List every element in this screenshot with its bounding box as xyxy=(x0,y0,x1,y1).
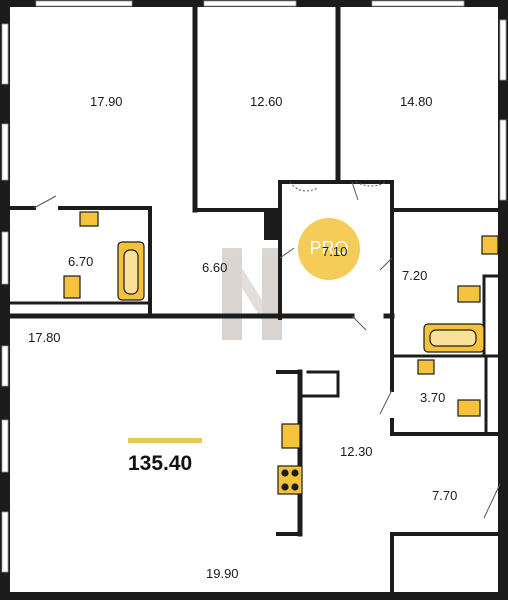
stove-icon xyxy=(277,465,303,495)
room-area-bathroom-left: 6.70 xyxy=(68,254,94,269)
room-area-bedroom-right: 14.80 xyxy=(400,94,433,109)
windows xyxy=(1,0,507,573)
toilet-small-icon xyxy=(457,399,481,417)
room-area-living-room: 19.90 xyxy=(206,566,239,581)
toilet-left-icon xyxy=(63,275,81,299)
total-area: 135.40 xyxy=(128,452,193,475)
doors xyxy=(33,181,501,519)
room-area-kitchen-hall: 12.30 xyxy=(340,444,373,459)
room-area-hall-left: 6.60 xyxy=(202,260,228,275)
watermark-logo xyxy=(222,248,282,340)
room-area-utility: 7.70 xyxy=(432,488,458,503)
column xyxy=(264,210,280,240)
fixtures xyxy=(63,211,499,495)
room-area-toilet: 3.70 xyxy=(420,390,446,405)
kitchen-sink-icon xyxy=(281,423,301,449)
room-area-corridor: 17.80 xyxy=(28,330,61,345)
interior-walls xyxy=(7,3,502,594)
sink-right-icon xyxy=(481,235,499,255)
pro-badge xyxy=(298,218,360,280)
room-area-bedroom-middle: 12.60 xyxy=(250,94,283,109)
room-area-wardrobe: 7.10 xyxy=(322,244,348,259)
room-area-bedroom-left: 17.90 xyxy=(90,94,123,109)
sink-left-icon xyxy=(79,211,99,227)
pro-badge-text: PRO xyxy=(309,238,349,258)
total-area-accent-bar xyxy=(128,438,202,443)
toilet-right-icon xyxy=(457,285,481,303)
room-area-bathroom-right: 7.20 xyxy=(402,268,428,283)
sink-small-icon xyxy=(417,359,435,375)
